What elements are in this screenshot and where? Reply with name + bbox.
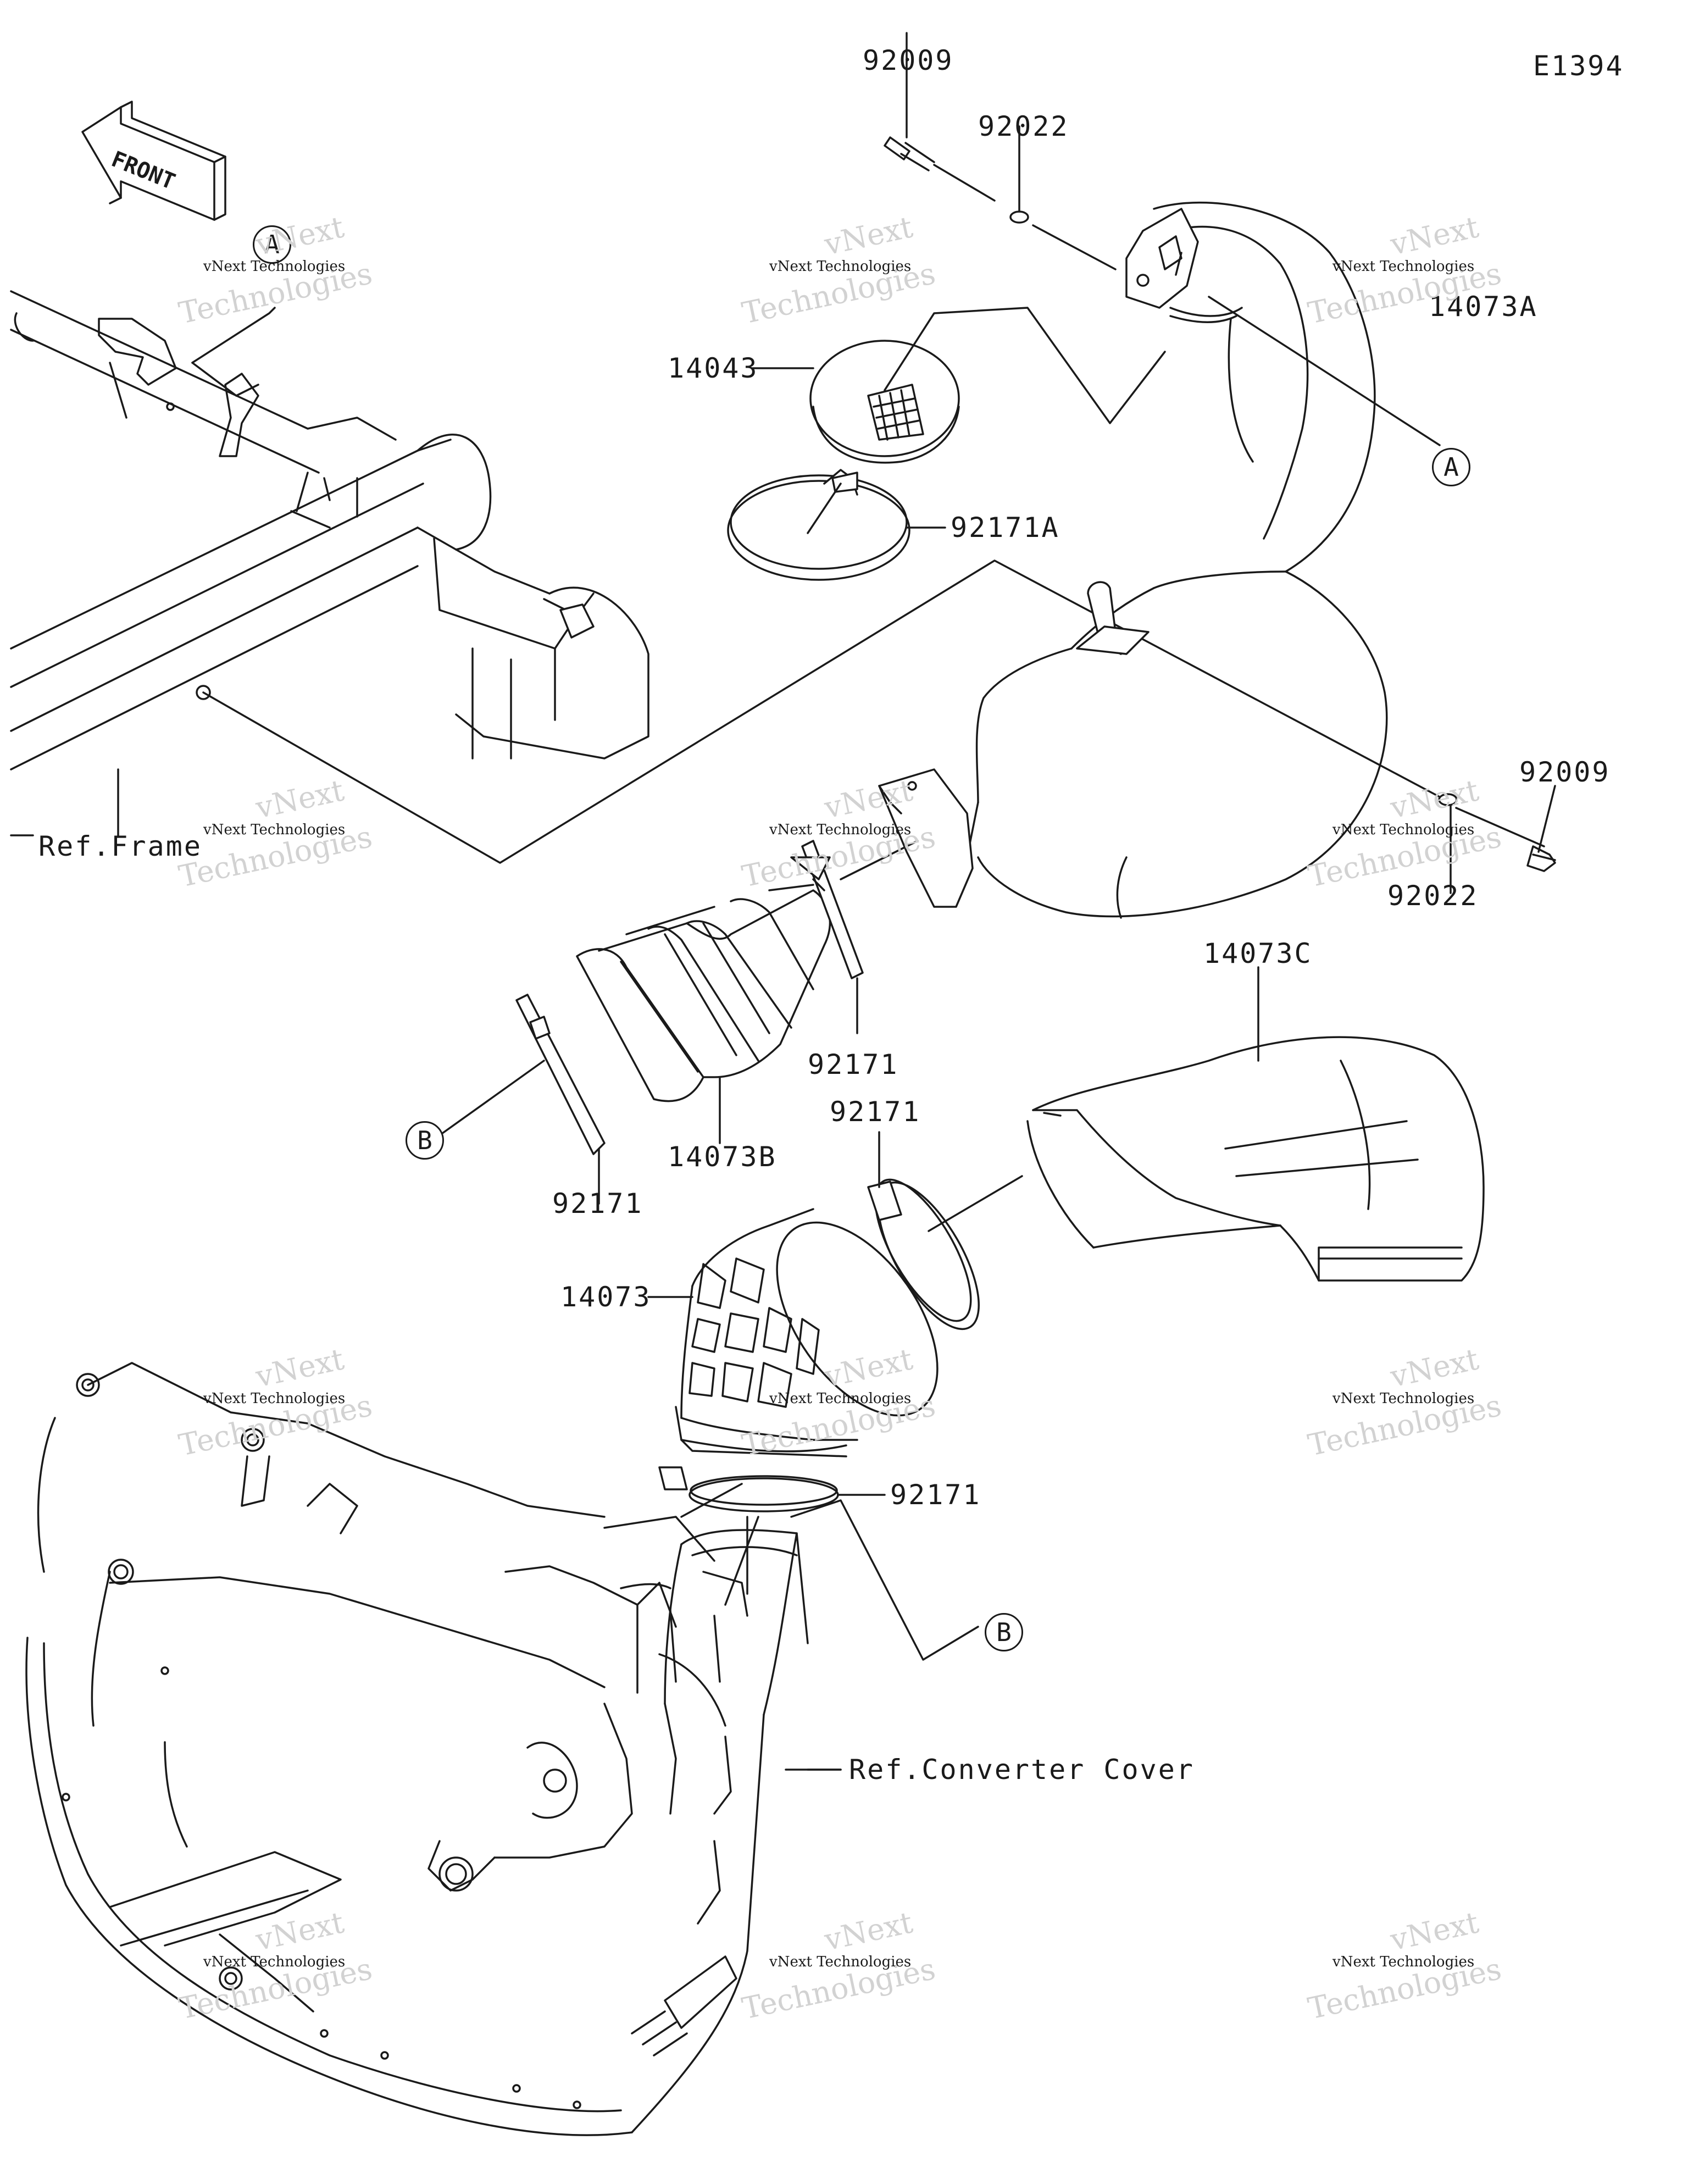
part-label-92171-left[interactable]: 92171: [552, 1188, 643, 1220]
washer-92022-right-icon: [1438, 793, 1458, 806]
frame-drawing: [10, 290, 649, 836]
bolt-92009-right-icon: [1526, 845, 1556, 872]
converter-cover-drawing: [25, 1362, 809, 2136]
bolt-92009-top-icon: [884, 136, 935, 171]
part-label-14073c[interactable]: 14073C: [1203, 938, 1313, 969]
part-label-92009-top[interactable]: 92009: [863, 45, 954, 76]
part-label-14043[interactable]: 14043: [668, 352, 759, 384]
part-label-92022-top[interactable]: 92022: [978, 110, 1069, 142]
part-label-14073a[interactable]: 14073A: [1429, 291, 1538, 323]
duct-14073c-drawing: [1026, 1036, 1485, 1282]
diagram-code: E1394: [1533, 50, 1624, 82]
screen-14043-drawing: [809, 340, 960, 464]
ref-label-converter-cover: Ref.Converter Cover: [849, 1754, 1195, 1786]
boot-14073b-drawing: [576, 884, 831, 1102]
callout-a-right[interactable]: A: [1432, 448, 1470, 486]
ref-label-frame: Ref.Frame: [38, 830, 202, 862]
part-label-92171-bottom[interactable]: 92171: [890, 1479, 981, 1511]
clamp-92171a-drawing: [727, 469, 910, 581]
callout-a-left[interactable]: A: [253, 225, 291, 264]
duct-14073a-drawing: [878, 201, 1388, 919]
part-label-92009-right[interactable]: 92009: [1519, 756, 1611, 788]
elbow-14073-drawing: [675, 1208, 939, 1457]
leader-a-right: [1208, 296, 1441, 446]
clamp-92171-bottom-drawing: [658, 1466, 839, 1512]
front-arrow-icon: FRONT: [81, 101, 226, 221]
part-label-92171-mid[interactable]: 92171: [830, 1096, 921, 1128]
clamp-92171-mid-drawing: [867, 1178, 980, 1331]
callout-b-bottom[interactable]: B: [985, 1613, 1023, 1651]
part-label-14073[interactable]: 14073: [560, 1281, 652, 1313]
callout-b-left[interactable]: B: [406, 1121, 444, 1160]
clamp-92171-left-drawing: [515, 994, 606, 1155]
washer-92022-top-icon: [1009, 210, 1029, 224]
part-label-92022-right[interactable]: 92022: [1387, 880, 1479, 912]
clamp-92171-upper-drawing: [790, 840, 864, 979]
part-label-92171-upper[interactable]: 92171: [808, 1049, 899, 1080]
part-label-92171a[interactable]: 92171A: [951, 512, 1060, 544]
part-label-14073b[interactable]: 14073B: [668, 1141, 777, 1173]
